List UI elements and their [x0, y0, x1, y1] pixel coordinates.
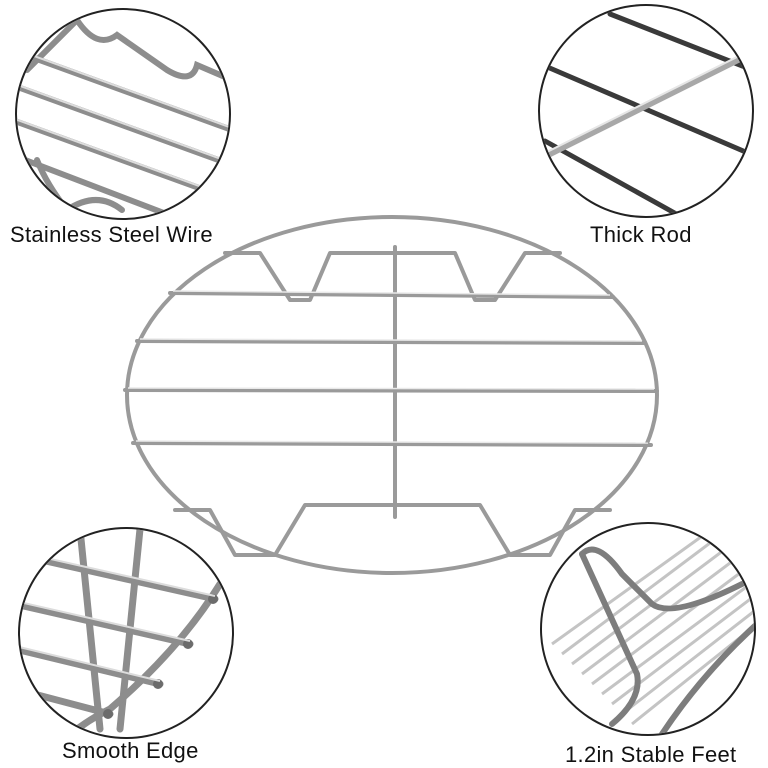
feature-label-stainless-steel-wire: Stainless Steel Wire [10, 222, 213, 247]
wire-closeup-image [17, 17, 229, 218]
smooth-edge-closeup-image [20, 529, 224, 737]
thick-rod-closeup-image [541, 11, 752, 216]
round-rack-product-image [115, 205, 670, 595]
detail-circle-stainless-steel-wire [15, 8, 231, 220]
stable-feet-closeup-image [551, 527, 754, 734]
feature-label-smooth-edge: Smooth Edge [62, 738, 199, 763]
detail-circle-smooth-edge [18, 527, 234, 739]
feature-label-stable-feet: 1.2in Stable Feet [565, 742, 737, 767]
feature-label-thick-rod: Thick Rod [590, 222, 692, 247]
detail-circle-stable-feet [540, 522, 756, 736]
detail-circle-thick-rod [538, 4, 754, 218]
